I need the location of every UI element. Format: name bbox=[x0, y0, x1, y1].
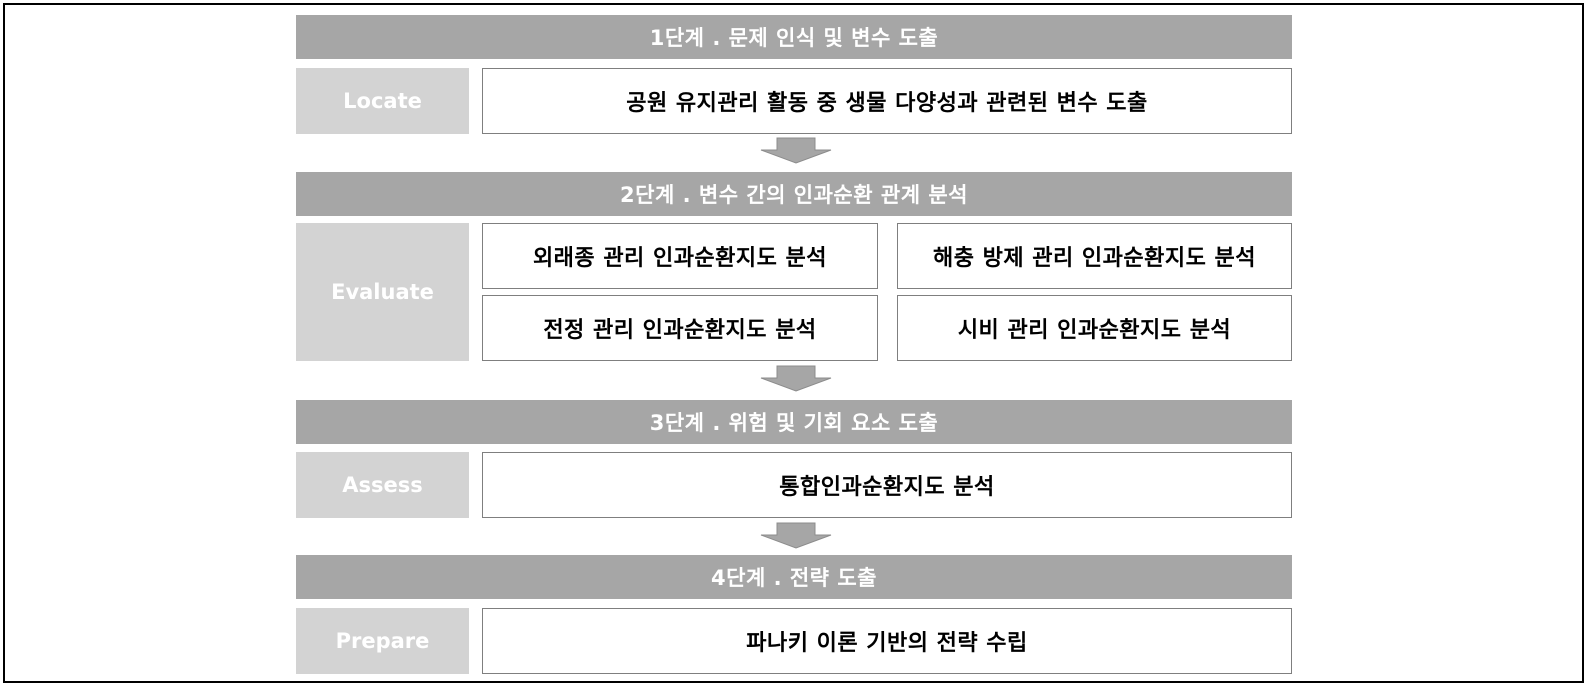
arrow-down-3 bbox=[760, 522, 832, 549]
stage-1-header: 1단계 . 문제 인식 및 변수 도출 bbox=[296, 15, 1292, 59]
stage-3-box-1: 통합인과순환지도 분석 bbox=[482, 452, 1292, 518]
stage-2-box-2: 해충 방제 관리 인과순환지도 분석 bbox=[897, 223, 1292, 289]
arrow-down-1 bbox=[760, 137, 832, 164]
stage-1-box-1: 공원 유지관리 활동 중 생물 다양성과 관련된 변수 도출 bbox=[482, 68, 1292, 134]
stage-4-label: Prepare bbox=[296, 608, 469, 674]
stage-3-label: Assess bbox=[296, 452, 469, 518]
stage-1-label: Locate bbox=[296, 68, 469, 134]
stage-2-box-3: 전정 관리 인과순환지도 분석 bbox=[482, 295, 878, 361]
stage-2-label: Evaluate bbox=[296, 223, 469, 361]
stage-2-box-1: 외래종 관리 인과순환지도 분석 bbox=[482, 223, 878, 289]
stage-4-header: 4단계 . 전략 도출 bbox=[296, 555, 1292, 599]
stage-3-header: 3단계 . 위험 및 기회 요소 도출 bbox=[296, 400, 1292, 444]
stage-4-box-1: 파나키 이론 기반의 전략 수립 bbox=[482, 608, 1292, 674]
arrow-down-2 bbox=[760, 365, 832, 392]
stage-2-box-4: 시비 관리 인과순환지도 분석 bbox=[897, 295, 1292, 361]
stage-2-header: 2단계 . 변수 간의 인과순환 관계 분석 bbox=[296, 172, 1292, 216]
figure-frame bbox=[3, 3, 1584, 683]
